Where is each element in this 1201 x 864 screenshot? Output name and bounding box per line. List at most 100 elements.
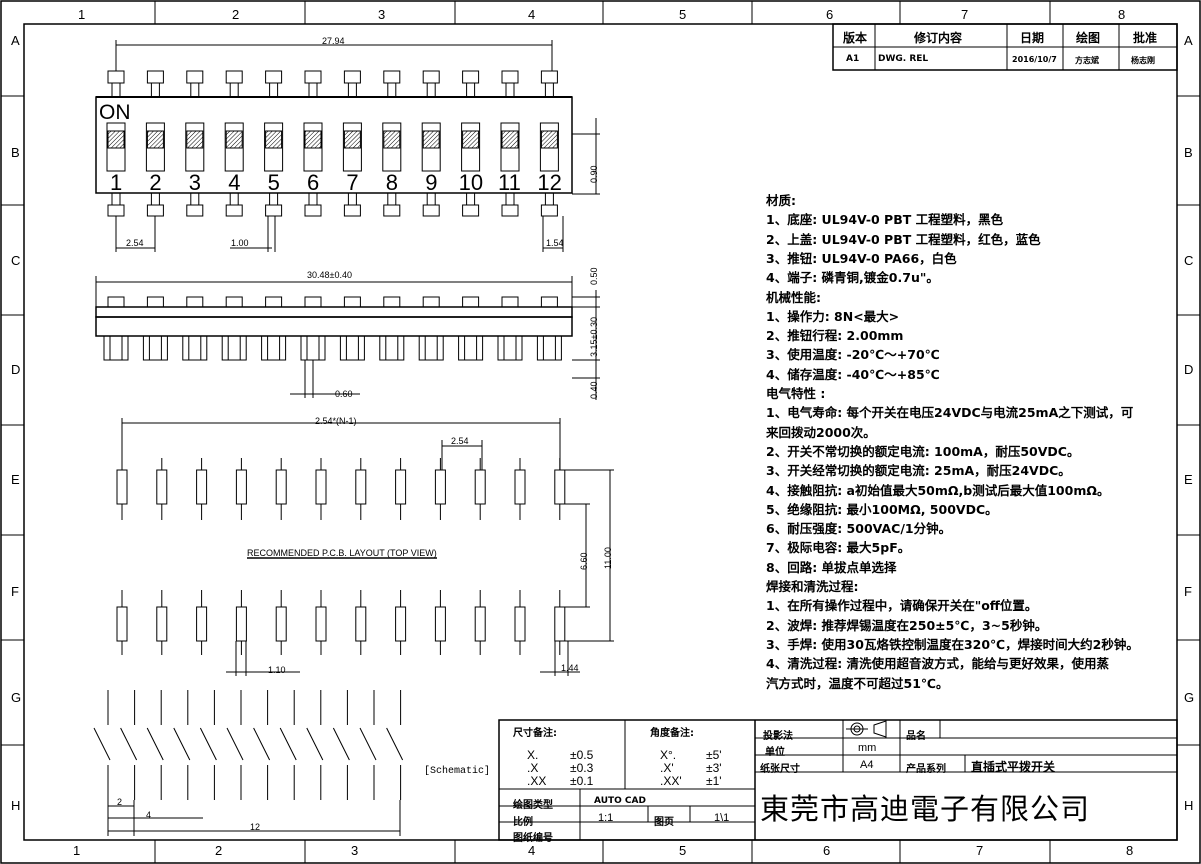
spec-line-1: 材质: <box>766 193 796 208</box>
zone-right-B: B <box>1184 145 1193 160</box>
zone-right-H: H <box>1184 798 1194 813</box>
top-pin-stem <box>544 82 554 98</box>
switch-actuator <box>501 130 519 149</box>
zone-bottom-6: 6 <box>823 843 831 858</box>
dim-schematic-a: 2 <box>117 797 123 807</box>
pcb-pad-bottom <box>156 606 168 642</box>
zone-bottom-3: 3 <box>351 843 359 858</box>
switch-actuator <box>107 130 125 149</box>
top-pin-stem <box>229 82 239 98</box>
pcb-pad-top <box>474 469 486 505</box>
rev-content: DWG. REL <box>878 54 929 64</box>
spec-line-20: 8、回路: 单拔点单选择 <box>766 559 897 575</box>
pcb-pad-bottom <box>355 606 367 642</box>
switch-number-4: 4 <box>228 170 241 195</box>
zone-right-D: D <box>1184 362 1194 377</box>
drawing-number-label: 图纸编号 <box>513 833 553 844</box>
dim-tol-key: .XX <box>527 774 547 788</box>
switch-slot <box>185 122 205 172</box>
top-pin-head <box>186 70 204 84</box>
top-pin-head <box>501 70 519 84</box>
top-pin-head <box>265 70 283 84</box>
bottom-pin-head <box>107 204 125 217</box>
product-series-value: 直插式平拨开关 <box>971 760 1056 774</box>
zone-left-A: A <box>11 33 20 48</box>
dim-span: 2.54*(N-1) <box>315 416 357 426</box>
pcb-pad-bottom <box>235 606 247 642</box>
dim-pin-side: 0.60 <box>335 389 353 399</box>
pcb-pad-top <box>514 469 526 505</box>
top-pin-stem <box>505 82 515 98</box>
schematic-switch-blade <box>146 727 164 761</box>
pcb-pad-bottom <box>315 606 327 642</box>
dim-tol-value: ±0.5 <box>570 748 594 762</box>
switch-actuator <box>186 130 204 149</box>
top-pin-head <box>422 70 440 84</box>
company-name: 東莞市高迪電子有限公司 <box>760 792 1091 826</box>
zone-right-E: E <box>1184 472 1193 487</box>
rev-header-version: 版本 <box>843 31 868 45</box>
side-actuator <box>265 296 283 308</box>
switch-actuator <box>265 130 283 149</box>
bottom-pin-head <box>422 204 440 217</box>
side-cover <box>95 306 573 318</box>
zone-top-2: 2 <box>232 7 240 22</box>
top-pin-stem <box>308 82 318 98</box>
paper-size-label: 纸张尺寸 <box>760 764 800 775</box>
switch-number-6: 6 <box>307 170 320 195</box>
bottom-pin-head <box>383 204 401 217</box>
top-pin-stem <box>426 82 436 98</box>
schematic-switch-blade <box>199 727 217 761</box>
rev-date: 2016/10/7 <box>1012 55 1057 64</box>
angle-tol-key: X°. <box>660 748 677 762</box>
switch-actuator <box>146 130 164 149</box>
switch-actuator <box>304 130 322 149</box>
side-pin-block <box>339 335 365 361</box>
switch-slot <box>382 122 402 172</box>
switch-number-8: 8 <box>385 170 399 195</box>
pcb-pad-top <box>235 469 247 505</box>
dim-tolerance-label: 尺寸备注: <box>513 728 557 739</box>
pcb-pad-top <box>395 469 407 505</box>
switch-actuator <box>422 130 440 149</box>
pcb-pad-bottom <box>395 606 407 642</box>
angle-tol-key: .X' <box>660 761 674 775</box>
spec-line-22: 1、在所有操作过程中，请确保开关在"off位置。 <box>766 598 1038 614</box>
dim-pad-width: 1.10 <box>268 665 286 675</box>
zone-right-F: F <box>1184 584 1192 599</box>
switch-slot <box>539 122 559 172</box>
dim-end-width: 1.54 <box>546 238 564 248</box>
spec-line-16: 4、接触阻抗: a初始值最大50mΩ,b测试后最大值100mΩ。 <box>766 482 1110 498</box>
spec-line-4: 3、推钮: UL94V-0 PA66，白色 <box>766 250 957 266</box>
switch-number-7: 7 <box>346 170 359 195</box>
dim-overall-width: 27.94 <box>322 36 345 46</box>
angle-tol-value: ±1' <box>706 774 722 788</box>
pcb-pad-top <box>355 469 367 505</box>
dim-tol-key: .X <box>527 761 539 775</box>
dim-tol-value: ±0.3 <box>570 761 594 775</box>
side-pin-block <box>261 335 287 361</box>
unit-value: mm <box>858 742 877 754</box>
zone-top-5: 5 <box>679 7 687 22</box>
zone-bottom-4: 4 <box>528 843 536 858</box>
zone-right-A: A <box>1184 33 1193 48</box>
side-pin-block <box>379 335 405 361</box>
top-pin-head <box>146 70 164 84</box>
spec-line-12: 1、电气寿命: 每个开关在电压24VDC与电流25mA之下测试，可 <box>766 405 1134 421</box>
side-pin-block <box>497 335 523 361</box>
spec-line-5: 4、端子: 磷青铜,镀金0.7u"。 <box>766 270 939 286</box>
side-actuator <box>146 296 164 308</box>
spec-line-7: 1、操作力: 8N<最大> <box>766 308 900 324</box>
dim-height: 0.90 <box>589 165 599 183</box>
angle-tol-value: ±5' <box>706 748 722 762</box>
spec-line-21: 焊接和清洗过程: <box>766 579 859 594</box>
spec-line-23: 2、波焊: 推荐焊锡温度在250±5℃，3~5秒钟。 <box>766 617 1048 633</box>
zone-top-6: 6 <box>826 7 834 22</box>
zone-left-E: E <box>11 472 20 487</box>
switch-slot <box>342 122 362 172</box>
schematic-switch-blade <box>253 727 271 761</box>
zone-left-H: H <box>11 798 21 813</box>
top-pin-head <box>304 70 322 84</box>
top-pin-head <box>383 70 401 84</box>
side-pin-block <box>458 335 484 361</box>
